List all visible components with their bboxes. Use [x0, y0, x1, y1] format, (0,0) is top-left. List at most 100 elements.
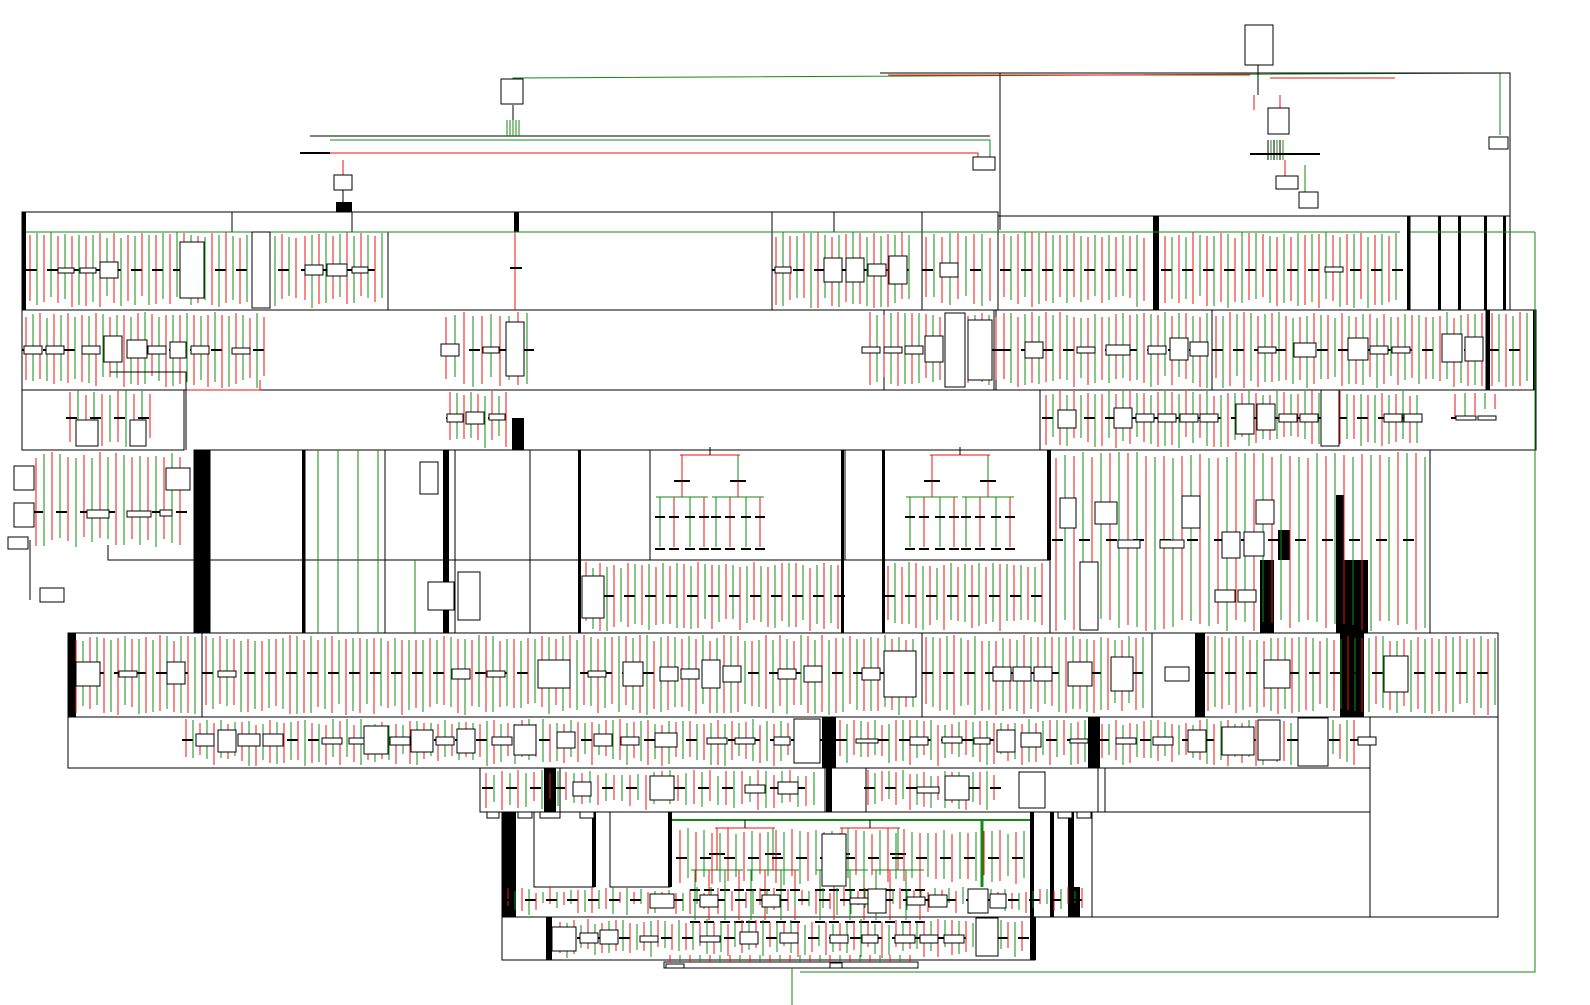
component-box: [739, 931, 759, 945]
component-layer: [7, 24, 1509, 969]
component-box: [1347, 337, 1369, 361]
bus-bar: [443, 450, 449, 633]
component-box: [777, 668, 797, 680]
bus-bar: [1050, 812, 1054, 917]
component-box: [1152, 736, 1174, 746]
component-box: [1221, 531, 1241, 559]
component-box: [973, 737, 991, 745]
component-box: [1403, 413, 1423, 423]
bus-bar: [1278, 530, 1290, 560]
component-box: [1147, 345, 1167, 355]
component-box: [659, 666, 679, 682]
green-wire: [800, 232, 1536, 973]
component-box: [169, 341, 187, 359]
component-box: [861, 667, 881, 681]
component-box: [446, 413, 464, 423]
component-box: [1324, 266, 1344, 273]
component-box: [539, 811, 561, 819]
component-box: [435, 736, 455, 746]
component-box: [1263, 659, 1291, 689]
component-box: [1391, 346, 1411, 354]
component-box: [1135, 413, 1155, 423]
component-box: [351, 266, 369, 274]
component-box: [1115, 737, 1137, 745]
bus-bar: [1458, 216, 1461, 310]
component-box: [1299, 413, 1319, 423]
component-box: [1441, 333, 1463, 363]
component-box: [1187, 729, 1207, 753]
module-body: [21, 389, 185, 451]
component-box: [1455, 415, 1477, 421]
bus-bar: [1074, 887, 1080, 917]
component-box: [1298, 191, 1319, 209]
component-box: [1244, 24, 1274, 66]
component-box: [821, 833, 847, 887]
component-box: [894, 934, 916, 944]
component-box: [1012, 666, 1032, 682]
component-box: [1214, 589, 1236, 603]
component-box: [593, 733, 613, 747]
bus-bar: [1088, 717, 1100, 768]
component-box: [639, 935, 659, 943]
component-box: [989, 893, 1007, 909]
component-box: [166, 661, 186, 685]
component-box: [849, 897, 871, 905]
component-box: [363, 725, 389, 755]
component-box: [451, 668, 471, 680]
bus-bar: [1030, 812, 1034, 917]
component-box: [699, 894, 719, 908]
component-box: [486, 811, 500, 819]
component-box: [904, 345, 924, 355]
component-box: [579, 932, 599, 944]
component-box: [86, 509, 110, 519]
module-body: [609, 811, 671, 888]
component-box: [1057, 811, 1073, 819]
component-box: [103, 335, 123, 363]
component-box: [457, 571, 481, 621]
component-box: [237, 733, 261, 747]
component-box: [777, 781, 799, 795]
tier-frame: [1091, 811, 1371, 918]
bus-bar: [514, 212, 519, 232]
bus-bar: [1153, 216, 1159, 310]
component-box: [537, 659, 571, 689]
module-body: [387, 231, 773, 311]
component-box: [1057, 409, 1077, 429]
component-box: [701, 659, 721, 689]
component-box: [1221, 726, 1255, 756]
component-box: [944, 312, 966, 388]
component-box: [500, 78, 524, 105]
component-box: [1293, 342, 1317, 358]
component-box: [622, 661, 644, 687]
module-header: [21, 211, 233, 233]
component-box: [262, 733, 284, 747]
component-box: [99, 261, 119, 279]
module-body: [304, 449, 386, 634]
component-box: [486, 670, 506, 678]
bus-bar: [512, 418, 524, 450]
bus-bar: [668, 812, 672, 887]
component-box: [706, 737, 728, 745]
bottom-rail: [663, 961, 919, 969]
component-box: [7, 536, 29, 550]
component-box: [126, 510, 152, 518]
component-box: [855, 738, 879, 744]
component-box: [1189, 341, 1209, 357]
component-box: [1105, 344, 1131, 356]
component-box: [1079, 561, 1099, 631]
component-box: [13, 465, 35, 491]
bus-bar: [336, 202, 352, 212]
component-box: [1024, 341, 1044, 359]
component-box: [75, 661, 101, 687]
component-box: [75, 419, 99, 447]
component-box: [1383, 413, 1403, 423]
component-box: [1069, 738, 1089, 744]
component-box: [1157, 413, 1177, 423]
outline-wire: [880, 72, 1511, 230]
bus-bar: [22, 212, 26, 310]
component-box: [1243, 531, 1265, 557]
component-box: [513, 724, 537, 756]
bus-bar: [592, 812, 596, 887]
component-box: [556, 731, 576, 749]
